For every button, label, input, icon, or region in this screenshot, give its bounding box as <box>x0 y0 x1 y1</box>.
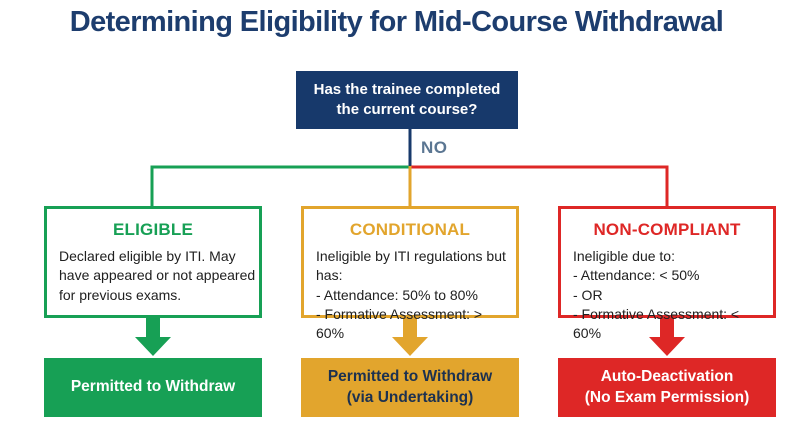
connector-noncompliant-line <box>411 165 669 206</box>
result-label-conditional: Permitted to Withdraw (via Undertaking) <box>327 368 493 406</box>
branch-body-eligible: Declared eligible by ITI. May have appea… <box>59 248 256 303</box>
result-box-conditional: Permitted to Withdraw (via Undertaking) <box>301 358 519 417</box>
branch-box-eligible: ELIGIBLE Declared eligible by ITI. May h… <box>44 206 262 318</box>
no-branch-label: NO <box>421 138 448 157</box>
branch-title-conditional: CONDITIONAL <box>349 220 471 239</box>
connector-eligible-line <box>150 165 409 206</box>
branch-title-eligible: ELIGIBLE <box>113 220 193 239</box>
down-arrow-icon-eligible <box>135 317 171 356</box>
branch-body-noncompliant: Ineligible due to: - Attendance: < 50% -… <box>573 248 740 342</box>
branch-box-noncompliant: NON-COMPLIANT Ineligible due to: - Atten… <box>558 206 776 341</box>
result-label-noncompliant: Auto-Deactivation (No Exam Permission) <box>584 368 750 406</box>
question-box: Has the trainee completed the current co… <box>296 71 518 129</box>
branch-body-conditional: Ineligible by ITI regulations but has: -… <box>316 248 506 342</box>
branch-title-noncompliant: NON-COMPLIANT <box>593 220 741 239</box>
branch-box-conditional: CONDITIONAL Ineligible by ITI regulation… <box>301 206 519 341</box>
result-label-eligible: Permitted to Withdraw <box>70 378 236 396</box>
question-text: Has the trainee completed the current co… <box>313 80 501 118</box>
result-box-eligible: Permitted to Withdraw <box>44 358 262 417</box>
result-box-noncompliant: Auto-Deactivation (No Exam Permission) <box>558 358 776 417</box>
page-title: Determining Eligibility for Mid-Course W… <box>69 6 724 38</box>
